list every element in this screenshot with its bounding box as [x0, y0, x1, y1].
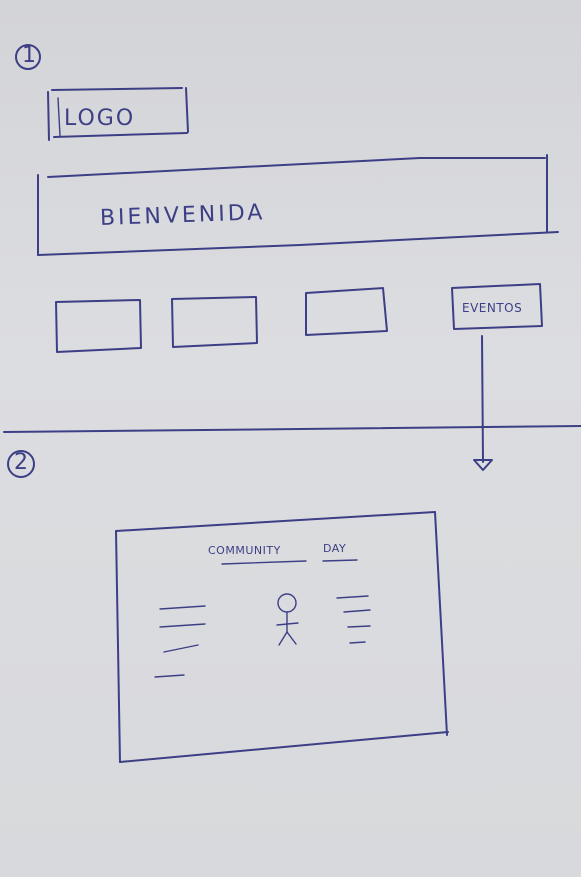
card-right-text-lines — [336, 595, 371, 644]
section-2-marker — [7, 450, 35, 478]
nav-box-2[interactable] — [171, 296, 258, 348]
section-1-marker — [15, 44, 41, 70]
logo-label: LOGO — [64, 106, 136, 131]
welcome-banner-box — [37, 154, 559, 256]
section-2-number: 2 — [14, 450, 28, 475]
nav-box-3[interactable] — [305, 287, 388, 336]
section-divider — [3, 425, 581, 433]
section-1-number: 1 — [22, 43, 36, 68]
event-card-title-part1: COMMUNITY — [208, 544, 281, 557]
title-underline-2 — [322, 559, 358, 562]
events-button-label[interactable]: EVENTOS — [462, 301, 523, 315]
flow-arrow — [473, 335, 493, 471]
card-left-text-lines — [154, 605, 206, 678]
nav-box-1[interactable] — [55, 299, 142, 353]
logo-box — [47, 87, 189, 141]
event-card-box — [115, 511, 449, 763]
person-figure-icon — [276, 593, 299, 646]
events-button-box[interactable] — [451, 283, 543, 330]
event-card-title-part2: DAY — [323, 542, 347, 555]
title-underline-1 — [221, 560, 307, 565]
